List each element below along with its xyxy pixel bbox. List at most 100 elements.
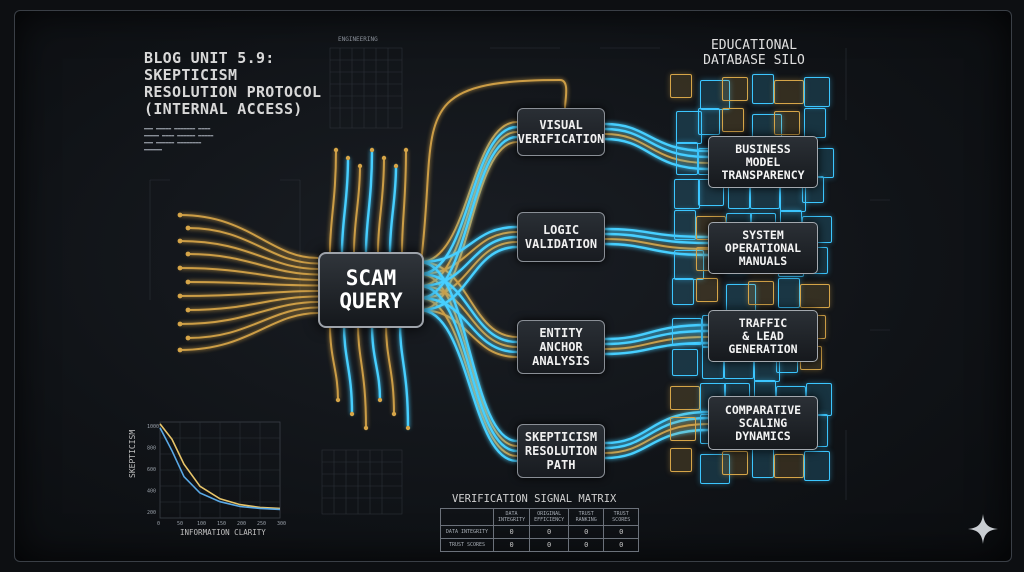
gold-wire	[187, 295, 319, 311]
silo-data-cube	[700, 80, 730, 110]
gold-wire	[187, 306, 319, 339]
chart-xlabel: INFORMATION CLARITY	[180, 528, 266, 537]
silo-item-system-manuals[interactable]: SYSTEM OPERATIONAL MANUALS	[708, 222, 818, 274]
silo-item-comparative-scaling[interactable]: COMPARATIVE SCALING DYNAMICS	[708, 396, 818, 450]
silo-wire	[604, 341, 709, 356]
silo-data-cube	[726, 284, 756, 314]
silo-data-cube	[804, 77, 830, 107]
matrix-cell: 0	[492, 525, 531, 539]
silo-wire	[604, 232, 709, 245]
chart-x-tick: 200	[237, 521, 246, 527]
skepticism-resolution-path-node[interactable]: SKEPTICISM RESOLUTION PATH	[517, 424, 605, 478]
top-wire	[340, 157, 350, 253]
wire-pin	[349, 411, 355, 417]
matrix-cell: 0	[568, 525, 605, 539]
wire-pin	[381, 155, 387, 161]
matrix-cell: 0	[492, 538, 531, 552]
visual-loop-wire	[419, 78, 568, 271]
process-wire	[419, 141, 518, 311]
silo-data-cube	[672, 278, 694, 305]
gold-wire	[187, 253, 319, 276]
verification-matrix: DATA INTEGRITY ORIGINAL EFFICIENCY TRUST…	[440, 508, 640, 552]
wire-pin	[393, 163, 399, 169]
top-wire	[364, 149, 374, 253]
silo-item-business-model[interactable]: BUSINESS MODEL TRANSPARENCY	[708, 136, 818, 188]
matrix-row-label: TRUST SCORES	[440, 538, 494, 552]
wire-pin	[333, 147, 339, 153]
chart-y-tick: 600	[147, 467, 156, 473]
silo-data-cube	[722, 451, 748, 475]
chart-x-tick: 150	[217, 521, 226, 527]
process-wire	[419, 284, 518, 453]
gold-wire	[179, 240, 319, 270]
gold-wire	[179, 267, 319, 281]
bottom-wire	[385, 323, 395, 415]
matrix-cell: 0	[529, 525, 570, 539]
wire-pin	[369, 147, 375, 153]
table-row: DATA INTEGRITY 0 0 0 0	[440, 525, 640, 539]
wire-pin	[377, 397, 383, 403]
wire-pin	[363, 425, 369, 431]
wire-pin	[177, 347, 183, 353]
silo-wire	[604, 428, 709, 460]
silo-data-cube	[804, 108, 826, 138]
blueprint-grid	[149, 47, 890, 515]
silo-data-cube	[670, 417, 696, 441]
silo-item-traffic-lead[interactable]: TRAFFIC & LEAD GENERATION	[708, 310, 818, 362]
cyan-wire-bundle	[340, 122, 709, 463]
wire-pin	[405, 425, 411, 431]
wire-pin	[177, 238, 183, 244]
silo-data-cube	[670, 448, 692, 472]
wire-pin	[185, 225, 191, 231]
silo-data-cube	[670, 74, 692, 98]
silo-data-cube	[672, 318, 702, 345]
title-block: BLOG UNIT 5.9: SKEPTICISM RESOLUTION PRO…	[144, 49, 344, 154]
visual-verification-node[interactable]: VISUAL VERIFICATION	[517, 108, 605, 156]
wire-pin	[185, 279, 191, 285]
process-wire	[419, 235, 518, 288]
process-wire	[419, 273, 518, 447]
silo-wire	[604, 336, 709, 350]
silo-data-cube	[698, 108, 720, 135]
gold-wire	[187, 281, 319, 287]
silo-wire	[604, 133, 709, 164]
entity-anchor-analysis-node[interactable]: ENTITY ANCHOR ANALYSIS	[517, 320, 605, 374]
wire-pin	[177, 212, 183, 218]
silo-data-cube	[774, 80, 804, 104]
engineering-label: ENGINEERING	[338, 36, 378, 43]
silo-data-cube	[670, 386, 700, 410]
silo-wire	[604, 242, 709, 257]
wire-pin	[185, 307, 191, 313]
silo-wire	[604, 127, 709, 159]
silo-data-cube	[696, 278, 718, 302]
scam-query-node[interactable]: SCAM QUERY	[318, 252, 424, 328]
silo-data-cube	[676, 142, 698, 175]
page-title: BLOG UNIT 5.9: SKEPTICISM RESOLUTION PRO…	[144, 49, 322, 118]
matrix-cell: 0	[603, 538, 640, 552]
chart-series-line	[159, 423, 281, 510]
matrix-col-header: TRUST RANKING	[568, 508, 605, 526]
silo-data-cube	[722, 108, 744, 132]
process-wire	[419, 245, 518, 312]
silo-data-cube	[674, 210, 696, 240]
top-wire	[377, 157, 385, 253]
silo-data-cube	[778, 278, 800, 308]
silo-wire	[604, 423, 709, 454]
matrix-col-header: DATA INTEGRITY	[492, 508, 531, 526]
silo-data-cube	[774, 454, 804, 478]
process-wire	[419, 308, 518, 463]
chart-x-tick: 250	[257, 521, 266, 527]
silo-wire	[604, 410, 709, 445]
wire-pin	[403, 147, 409, 153]
chart-y-tick: 1000	[147, 424, 159, 430]
process-wire	[419, 285, 518, 348]
silo-data-cube	[674, 179, 700, 209]
wire-pin	[357, 163, 363, 169]
gold-wire	[187, 227, 319, 265]
silo-wire	[604, 238, 709, 250]
process-wire	[419, 125, 518, 276]
process-wire	[419, 272, 518, 344]
logic-validation-node[interactable]: LOGIC VALIDATION	[517, 212, 605, 262]
chart-ylabel: SKEPTICISM	[128, 429, 137, 478]
matrix-cell: 0	[568, 538, 605, 552]
